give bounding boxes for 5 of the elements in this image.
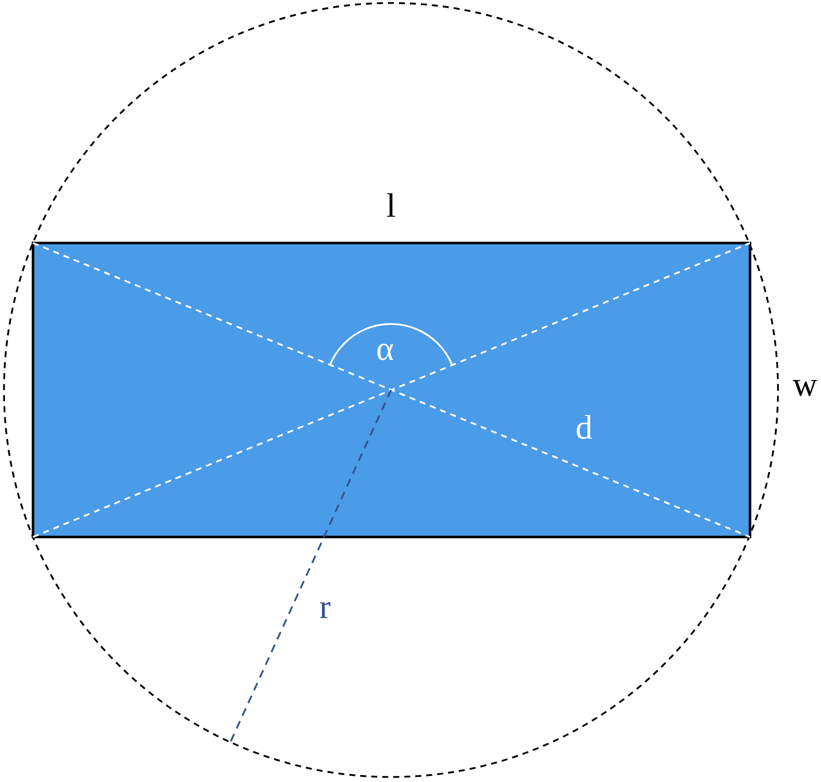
variable-label: r — [320, 602, 330, 618]
variable-label: l — [386, 193, 396, 217]
variable-label: w — [792, 380, 818, 396]
variable-label: d — [576, 415, 592, 439]
variable-label: α — [377, 344, 394, 360]
